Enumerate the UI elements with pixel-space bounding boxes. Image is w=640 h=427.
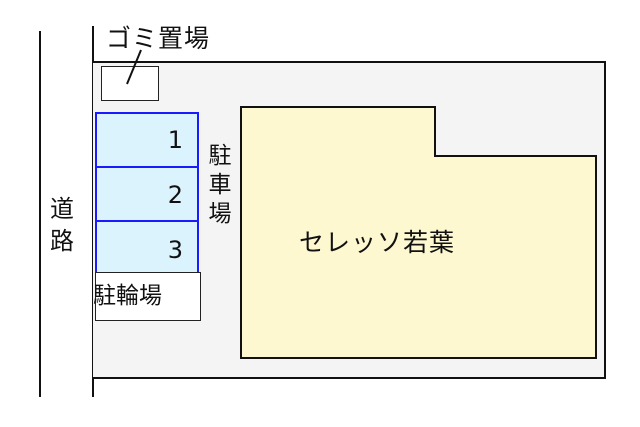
parking-label: 駐車場 <box>208 143 232 227</box>
parking-space-2: 2 <box>95 166 199 222</box>
bicycle-parking: 駐輪場 <box>93 272 201 321</box>
bicycle-parking-label: 駐輪場 <box>93 283 162 309</box>
parking-space-1: 1 <box>95 112 199 168</box>
parking-space-3: 3 <box>95 220 199 274</box>
building-name: セレッソ若葉 <box>299 228 456 257</box>
garbage-area-label: ゴミ置場 <box>106 24 211 53</box>
parking-space-number: 3 <box>167 236 183 264</box>
parking-space-number: 2 <box>167 181 183 209</box>
road-boundary-line <box>39 31 41 397</box>
road-label: 道路 <box>50 195 74 255</box>
garbage-area <box>101 66 159 101</box>
parking-space-number: 1 <box>167 126 183 154</box>
